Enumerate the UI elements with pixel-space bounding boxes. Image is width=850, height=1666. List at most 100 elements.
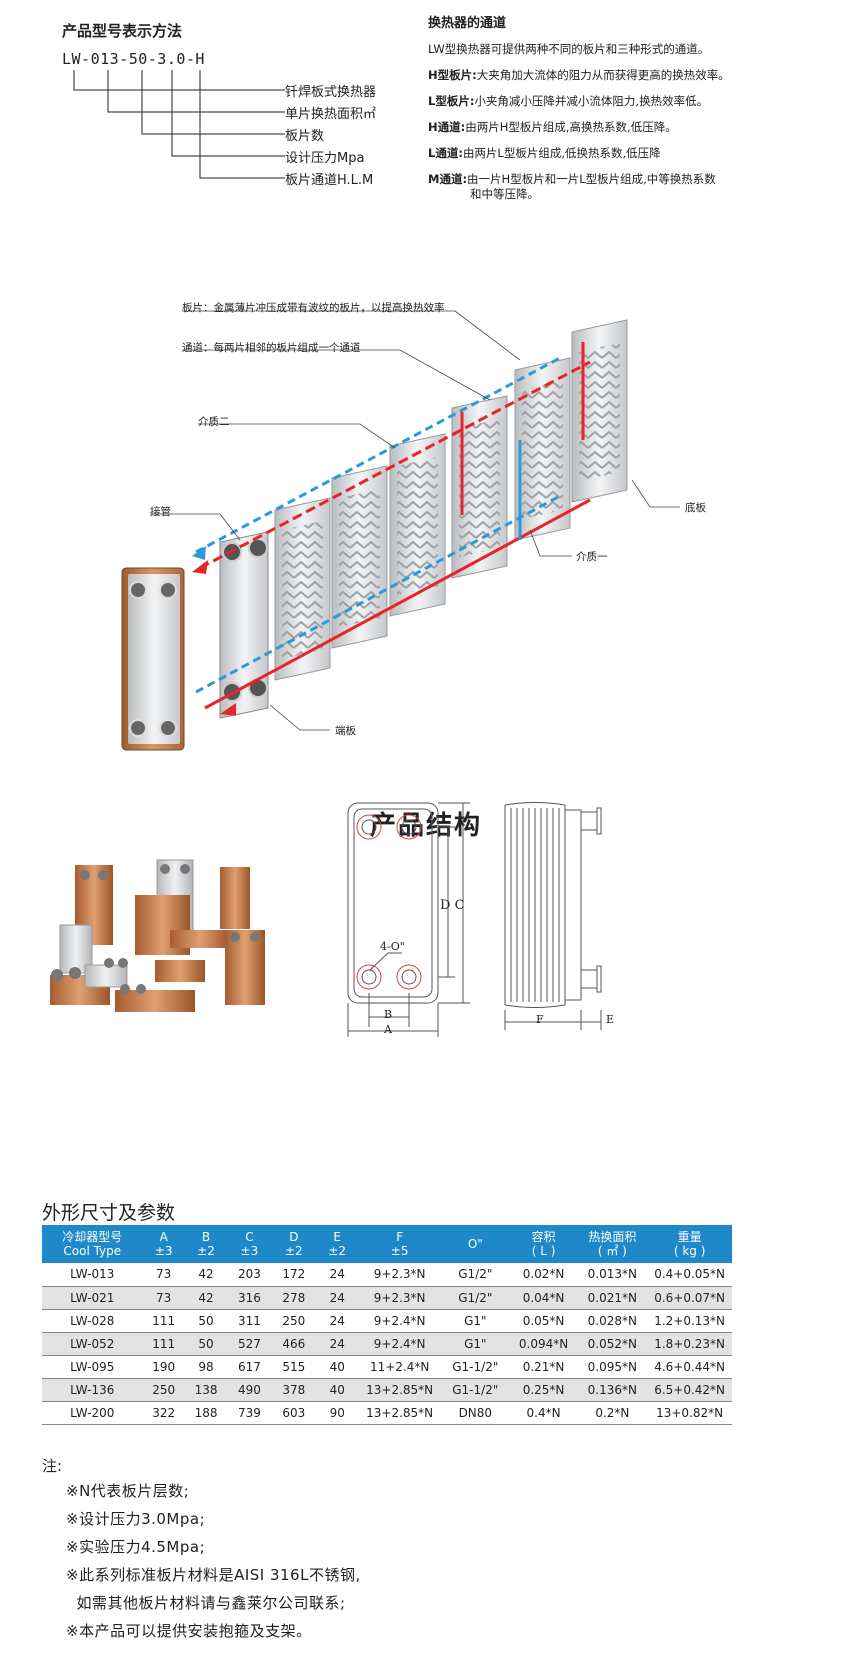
table-cell: 190 [142,1355,185,1379]
table-cell: 24 [316,1286,359,1310]
model-item-plates: 板片数 [285,129,325,144]
table-cell: LW-136 [42,1378,143,1402]
table-cell: 0.05*N [509,1309,578,1333]
note-item: 如需其他板片材料请与鑫莱尔公司联系; [66,1594,346,1612]
table-cell: 6.5+0.42*N [647,1378,732,1402]
channel-line: LW型换热器可提供两种不同的板片和三种形式的通道。 [428,42,710,56]
dim-port: 4-O" [380,940,405,953]
channel-line: H通道:由两片H型板片组成,高换热系数,低压降。 [428,120,677,134]
table-cell: 203 [227,1263,272,1287]
table-cell: 0.095*N [577,1355,648,1379]
dim-a: A [384,1023,392,1036]
end-plate [219,531,269,719]
table-cell: 1.2+0.13*N [647,1309,732,1333]
model-item-area: 单片换热面积㎡ [285,107,377,122]
table-cell: 466 [271,1332,317,1356]
table-cell: LW-095 [42,1355,143,1379]
table-cell: 0.25*N [509,1378,578,1402]
label-medium2: 介质二 [198,416,230,428]
label-medium1: 介质一 [576,551,608,563]
channel-line: 和中等压降。 [470,187,539,201]
table-cell: G1/2" [440,1286,510,1310]
channel-line: H型板片:大夹角加大流体的阻力从而获得更高的换热效率。 [428,68,730,82]
table-cell: 11+2.4*N [358,1355,441,1379]
table-cell: 250 [142,1378,185,1402]
col-header: B±2 [184,1225,228,1263]
table-cell: 603 [271,1401,317,1425]
model-title: 产品型号表示方法 [62,22,183,40]
table-cell: 322 [142,1401,185,1425]
notes-title: 注: [42,1457,63,1475]
col-header: O" [440,1225,510,1263]
product-photo [50,859,265,1012]
table-cell: 0.4+0.05*N [647,1263,732,1287]
table-cell: 111 [142,1309,185,1333]
table-cell: 0.021*N [577,1286,648,1310]
label-end-plate: 端板 [335,725,356,737]
front-view-drawing [347,802,470,1037]
label-pipe: 接管 [150,506,171,518]
channels-title: 换热器的通道 [428,16,507,31]
label-channel: 通道：每两片相邻的板片组成一个通道 [182,342,361,354]
table-cell: 42 [184,1286,228,1310]
note-item: ※此系列标准板片材料是AISI 316L不锈钢, [66,1566,361,1584]
table-cell: 138 [184,1378,228,1402]
note-item: ※实验压力4.5Mpa; [66,1538,206,1556]
channel-line: L型板片:小夹角减小压降并减小流体阻力,换热效率低。 [428,94,709,108]
col-header: E±2 [316,1225,359,1263]
table-cell: 13+0.82*N [647,1401,732,1425]
table-cell: LW-013 [42,1263,143,1287]
table-cell: 0.21*N [509,1355,578,1379]
table-cell: 13+2.85*N [358,1401,441,1425]
table-cell: 98 [184,1355,228,1379]
col-header: 热换面积( ㎡ ) [577,1225,648,1263]
table-cell: 0.052*N [577,1332,648,1356]
table-cell: 90 [316,1401,359,1425]
table-cell: 42 [184,1263,228,1287]
table-cell: G1-1/2" [440,1355,510,1379]
model-code-connectors [73,70,285,179]
table-cell: 739 [227,1401,272,1425]
side-view-drawing [504,802,602,1030]
table-cell: 0.136*N [577,1378,648,1402]
table-cell: 0.028*N [577,1309,648,1333]
note-item: ※N代表板片层数; [66,1482,190,1500]
col-header: 容积( L ) [509,1225,578,1263]
table-cell: 527 [227,1332,272,1356]
table-cell: 0.2*N [577,1401,648,1425]
table-cell: 73 [142,1286,185,1310]
col-header: A±3 [142,1225,185,1263]
model-item-channel: 板片通道H.L.M [285,173,374,188]
table-cell: 0.6+0.07*N [647,1286,732,1310]
dim-e: E [606,1013,615,1026]
dimensions-title: 外形尺寸及参数 [42,1202,176,1224]
table-cell: 278 [271,1286,317,1310]
flow-lines [195,342,591,710]
col-header: D±2 [271,1225,317,1263]
table-cell: 111 [142,1332,185,1356]
table-cell: 13+2.85*N [358,1378,441,1402]
table-cell: 311 [227,1309,272,1333]
table-cell: 9+2.3*N [358,1286,441,1310]
table-cell: LW-052 [42,1332,143,1356]
table-cell: G1" [440,1332,510,1356]
label-plate: 板片：金属薄片冲压成带有波纹的板片，以提高换热效率 [182,302,445,314]
channel-line: M通道:由一片H型板片和一片L型板片组成,中等换热系数 [428,172,716,186]
exploded-diagram [121,310,680,751]
table-cell: 1.8+0.23*N [647,1332,732,1356]
table-cell: DN80 [440,1401,510,1425]
table-cell: 172 [271,1263,317,1287]
table-cell: 9+2.4*N [358,1309,441,1333]
dim-d-c: D C [440,898,465,913]
model-item-pressure: 设计压力Mpa [285,151,365,166]
table-cell: 24 [316,1263,359,1287]
table-cell: 250 [271,1309,317,1333]
table-cell: 24 [316,1309,359,1333]
table-cell: 378 [271,1378,317,1402]
